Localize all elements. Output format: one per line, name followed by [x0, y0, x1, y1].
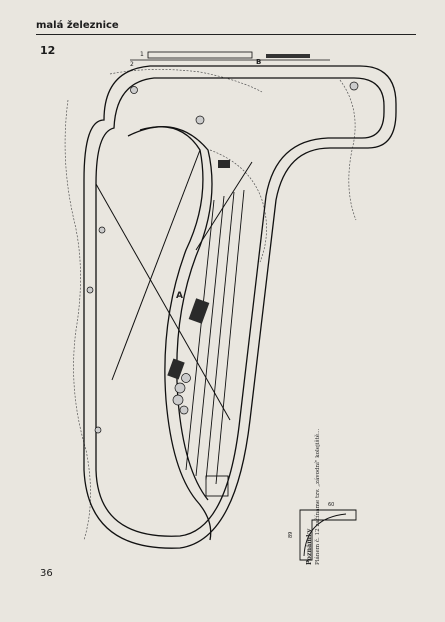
terrain-left — [64, 99, 91, 541]
page-header: malá železnice — [36, 20, 416, 35]
building-3 — [218, 160, 230, 168]
inner-loop — [95, 77, 385, 537]
tree — [86, 286, 94, 294]
terrain-outlines — [64, 69, 357, 541]
lead-1-label: 1 — [140, 51, 144, 58]
plan-number: 12 — [40, 44, 56, 57]
inner-oval-left-2 — [127, 126, 213, 501]
dimension-left: 89 — [288, 532, 294, 538]
tree — [179, 405, 189, 415]
tree — [172, 394, 184, 406]
station-b-building — [266, 54, 310, 58]
siding-4 — [215, 189, 245, 485]
station-b — [130, 51, 330, 61]
notes-heading: Poznámky — [305, 528, 313, 565]
diagonal-1 — [95, 183, 231, 421]
station-b-platform — [147, 51, 253, 59]
page-number: 36 — [40, 568, 53, 579]
terrain-top — [109, 69, 263, 93]
main-track — [83, 65, 397, 549]
extension-outline — [299, 509, 357, 561]
building-1 — [188, 298, 210, 324]
tree — [98, 226, 106, 234]
station-b-label: B — [256, 58, 261, 66]
extension-curve — [303, 513, 347, 557]
siding-1 — [185, 199, 215, 471]
notes-text-block: Poznámky Plánem č. 12 začínáme tzv. „záv… — [305, 220, 415, 565]
diagonal-3 — [195, 161, 253, 251]
outer-loop — [83, 65, 397, 549]
dimension-top: 60 — [328, 502, 334, 508]
tree — [130, 86, 138, 94]
station-yard — [185, 189, 245, 485]
station-a-buildings — [167, 160, 230, 497]
tree — [181, 373, 191, 383]
tree — [195, 115, 205, 125]
lead-2-label: 2 — [130, 61, 134, 68]
tree — [94, 426, 102, 434]
platform-block — [205, 475, 229, 497]
header-title: malá železnice — [36, 20, 119, 31]
siding-2 — [195, 195, 225, 477]
inner-oval-left — [139, 126, 212, 541]
siding-3 — [205, 191, 235, 481]
tree — [349, 81, 359, 91]
terrain-mid — [209, 149, 267, 263]
terrain-right — [339, 79, 357, 221]
extension-panel — [299, 509, 357, 561]
diagonal-2 — [111, 149, 201, 381]
trees — [86, 81, 359, 434]
crossing-tracks — [95, 149, 253, 421]
notes-line: Plánem č. 12 začínáme tzv. „závodní" kol… — [315, 428, 322, 565]
station-a-label: A — [176, 291, 183, 301]
building-2 — [167, 358, 185, 380]
tree — [174, 382, 186, 394]
